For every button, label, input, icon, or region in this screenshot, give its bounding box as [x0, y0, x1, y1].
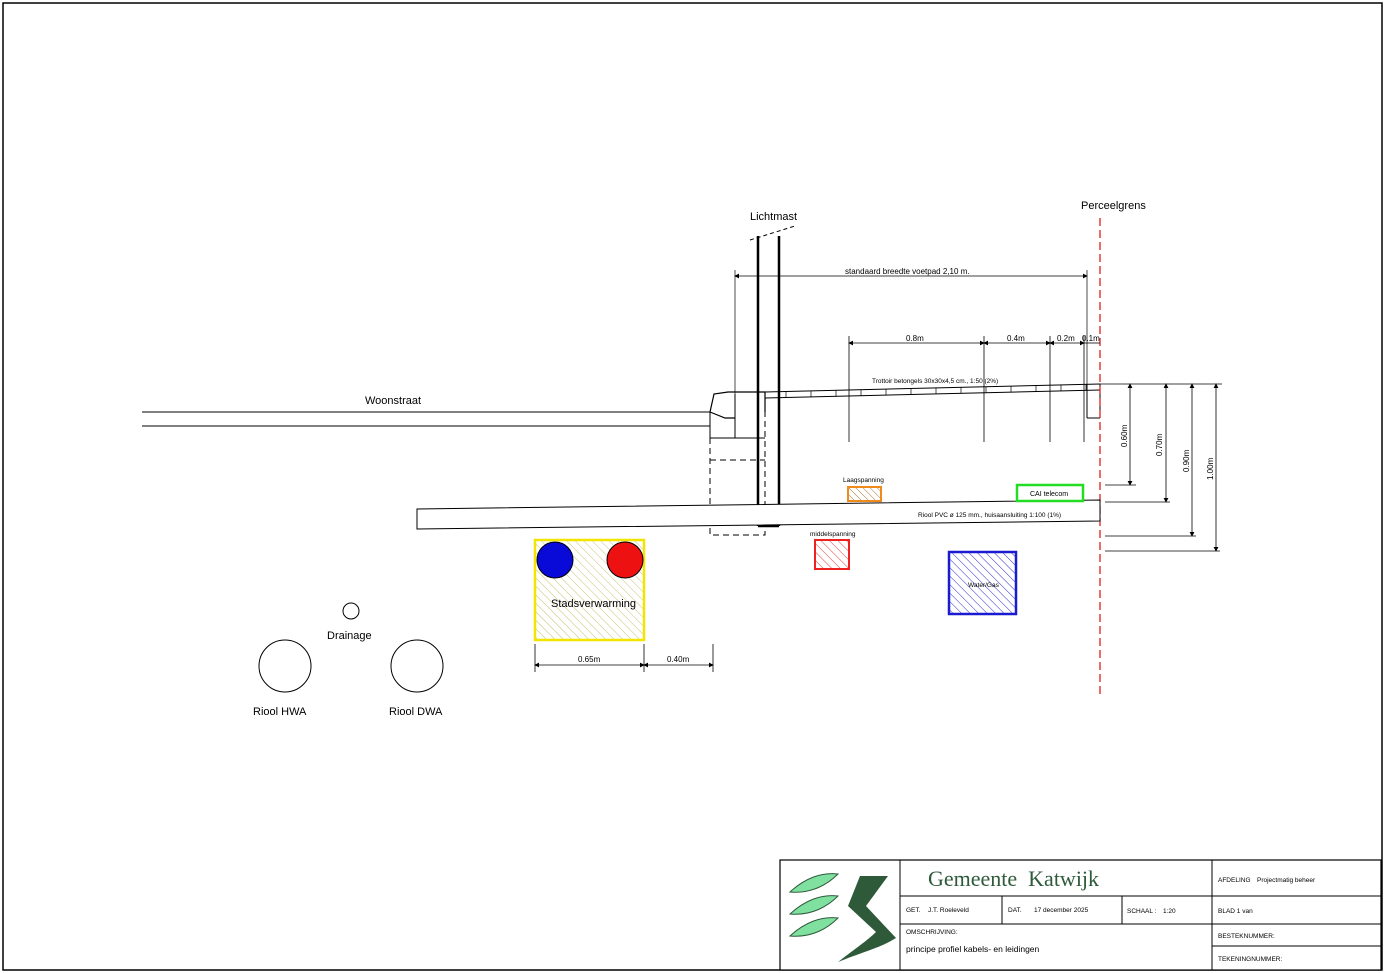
trottoir-label: Trottoir betongels 30x30x4,5 cm., 1:50 (…: [872, 378, 998, 385]
drainage-label: Drainage: [327, 630, 372, 642]
dim-0-90m: 0.90m: [1182, 449, 1191, 472]
dim-0-60m: 0.60m: [1120, 424, 1129, 447]
dat-label: DAT.: [1008, 907, 1022, 914]
lichtmast-label: Lichtmast: [750, 211, 797, 223]
afdeling-label: AFDELING: [1218, 877, 1251, 884]
stadsverwarming-return-pipe: [606, 541, 644, 579]
riool-hwa-label: Riool HWA: [253, 706, 307, 718]
dim-0-40m: 0.40m: [667, 655, 690, 664]
dim-0-70m: 0.70m: [1155, 433, 1164, 456]
cai-telecom-cable: [1015, 483, 1085, 503]
katwijk-logo: [788, 873, 896, 962]
riool-dwa-label: Riool DWA: [389, 706, 443, 718]
perceelgrens-label: Perceelgrens: [1081, 200, 1146, 212]
dat-value: 17 december 2025: [1034, 907, 1089, 914]
middelspanning-label: middelspanning: [810, 531, 856, 538]
water-gas-label: Water/Gas: [968, 582, 1000, 589]
lichtmast-pole: [749, 225, 796, 528]
get-value: J.T. Roeleveld: [928, 907, 969, 914]
blad-label: BLAD 1 van: [1218, 908, 1253, 915]
riool-pvc-pipe: [416, 499, 1101, 530]
curb: [709, 391, 766, 536]
woonstraat-road: [142, 411, 710, 427]
dim-0-4m: 0.4m: [1007, 334, 1025, 343]
sub-dimensions: [848, 336, 1100, 442]
standaard-breedte-label: standaard breedte voetpad 2,10 m.: [845, 267, 970, 276]
depth-dimensions: [1100, 383, 1222, 552]
laagspanning-cable: [847, 486, 882, 502]
dim-0-65m: 0.65m: [578, 655, 601, 664]
cai-telecom-label: CAI telecom: [1030, 491, 1068, 498]
trottoir-tile-joints: [785, 384, 1087, 398]
omschrijving-label: OMSCHRIJVING:: [906, 929, 958, 936]
afdeling-value: Projectmatig beheer: [1257, 877, 1316, 884]
standaard-breedte-dimension: [734, 270, 1088, 394]
dim-0-2m: 0.2m: [1057, 334, 1075, 343]
stadsverwarming-label: Stadsverwarming: [551, 598, 636, 610]
stadsverwarming-supply-pipe: [536, 541, 574, 579]
middelspanning-cable: [814, 539, 850, 570]
schaal-label: SCHAAL :: [1127, 908, 1157, 915]
water-gas-pipe: [947, 550, 1018, 616]
drainage-pipe: [342, 602, 360, 620]
laagspanning-label: Laagspanning: [843, 477, 884, 484]
riool-pvc-label: Riool PVC ø 125 mm., huisaansluiting 1:1…: [918, 512, 1061, 519]
dim-0-1m: 0.1m: [1082, 334, 1100, 343]
omschrijving-value: principe profiel kabels- en leidingen: [906, 944, 1040, 954]
org-name: Gemeente Katwijk: [928, 866, 1099, 891]
woonstraat-label: Woonstraat: [365, 395, 421, 407]
stadsverwarming-dimensions: [534, 644, 714, 672]
riool-dwa-pipe: [390, 639, 444, 693]
get-label: GET.: [906, 907, 921, 914]
dim-0-8m: 0.8m: [906, 334, 924, 343]
schaal-value: 1:20: [1163, 908, 1176, 915]
besteknummer-label: BESTEKNUMMER:: [1218, 933, 1275, 940]
tekeningnummer-label: TEKENINGNUMMER:: [1218, 956, 1282, 963]
dim-1-00m: 1.00m: [1206, 457, 1215, 480]
riool-hwa-pipe: [258, 639, 312, 693]
